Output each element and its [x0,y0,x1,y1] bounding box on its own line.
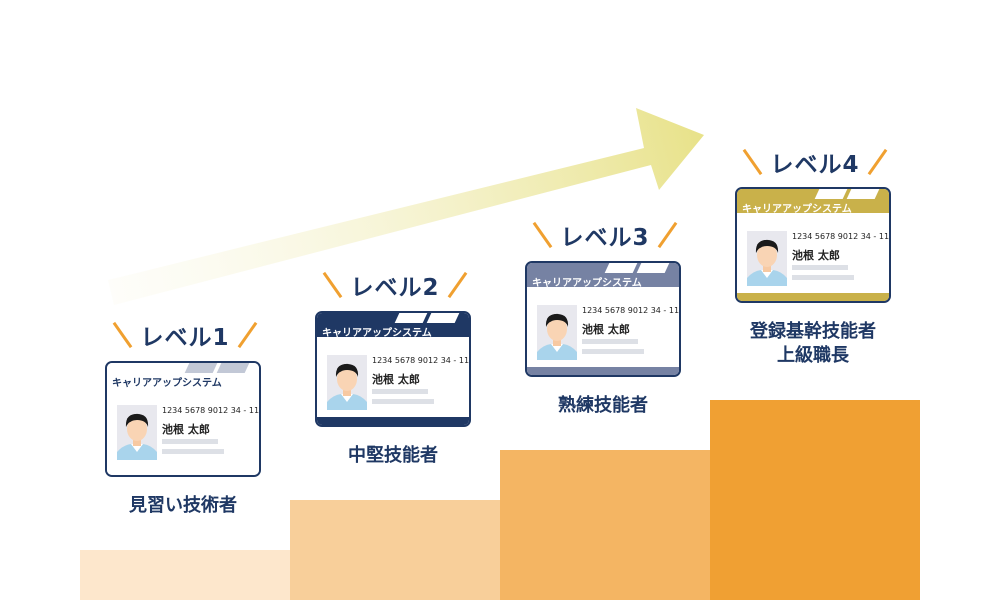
step-level-2 [290,500,500,600]
card-number: 1234 5678 9012 34 - 11 [372,356,470,365]
card-title: キャリアアップシステム [742,204,852,215]
card-number: 1234 5678 9012 34 - 11 [792,232,890,241]
card-placeholder-line [582,339,638,344]
step-level-4 [710,400,920,600]
level-3-heading: レベル3 [525,218,685,252]
card-placeholder-line [162,449,224,454]
slash-left-icon [323,271,343,299]
card-holder-name: 池根 太郎 [792,249,840,262]
step-level-1 [80,550,290,600]
card-title: キャリアアップシステム [112,378,222,389]
role-text: 登録基幹技能者 [750,321,876,342]
card-tab [216,363,250,373]
card-number: 1234 5678 9012 34 - 11 [582,306,680,315]
role-level-3: 熟練技能者 [503,394,703,418]
step-level-3 [500,450,710,600]
level-label: レベル2 [350,275,440,301]
role-text: 中堅技能者 [348,445,438,466]
card-tab [604,263,638,273]
progress-arrow-shape [108,108,704,305]
worker-photo [117,405,157,460]
card-placeholder-line [162,439,218,444]
card-holder-name: 池根 太郎 [162,423,210,436]
card-tab [394,313,428,323]
card-tab [426,313,460,323]
card-placeholder-line [372,399,434,404]
slash-left-icon [113,321,133,349]
card-placeholder-line [372,389,428,394]
id-card-level-1: キャリアアップシステム 1234 5678 9012 34 - 11 池根 太郎 [105,361,261,477]
card-footer [107,467,259,475]
level-1-heading: レベル1 [105,318,265,352]
level-label: レベル3 [560,225,650,251]
card-placeholder-line [792,275,854,280]
role-level-2: 中堅技能者 [293,444,493,468]
worker-photo [537,305,577,360]
level-2-heading: レベル2 [315,268,475,302]
slash-left-icon [533,221,553,249]
slash-right-icon [447,271,467,299]
role-text: 上級職長 [777,345,849,366]
card-placeholder-line [582,349,644,354]
slash-right-icon [657,221,677,249]
level-label: レベル4 [770,152,860,178]
level-label: レベル1 [140,325,230,351]
card-holder-name: 池根 太郎 [372,373,420,386]
slash-right-icon [867,148,887,176]
role-text: 熟練技能者 [558,395,648,416]
card-title: キャリアアップシステム [532,278,642,289]
role-level-4: 登録基幹技能者上級職長 [713,320,913,368]
card-footer [527,367,679,375]
slash-left-icon [743,148,763,176]
card-tab [184,363,218,373]
card-tab [846,189,880,199]
slash-right-icon [237,321,257,349]
role-text: 見習い技術者 [129,495,237,516]
card-footer [737,293,889,301]
card-tab [636,263,670,273]
role-level-1: 見習い技術者 [83,494,283,518]
card-title: キャリアアップシステム [322,328,432,339]
id-card-level-3: キャリアアップシステム 1234 5678 9012 34 - 11 池根 太郎 [525,261,681,377]
card-tab [814,189,848,199]
card-holder-name: 池根 太郎 [582,323,630,336]
card-number: 1234 5678 9012 34 - 11 [162,406,260,415]
worker-photo [327,355,367,410]
id-card-level-2: キャリアアップシステム 1234 5678 9012 34 - 11 池根 太郎 [315,311,471,427]
card-placeholder-line [792,265,848,270]
level-4-heading: レベル4 [735,145,895,179]
card-footer [317,417,469,425]
id-card-level-4: キャリアアップシステム 1234 5678 9012 34 - 11 池根 太郎 [735,187,891,303]
worker-photo [747,231,787,286]
